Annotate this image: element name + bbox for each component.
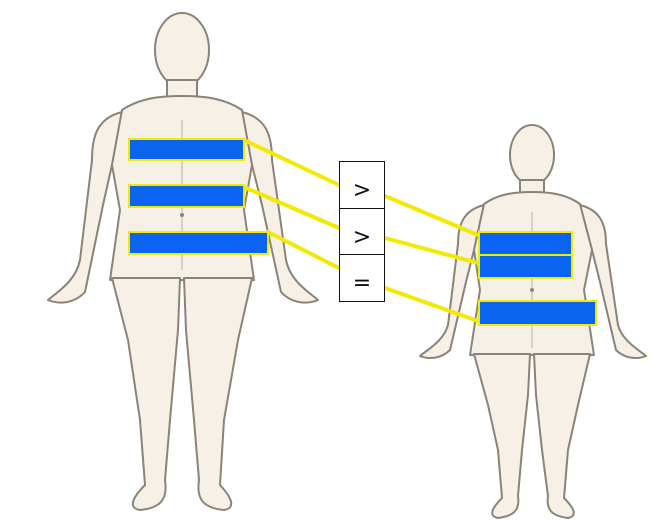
right-lower-box bbox=[478, 300, 597, 326]
left-human-figure bbox=[48, 13, 318, 510]
left-upper-box bbox=[128, 138, 245, 161]
comparison-symbol-lower: = bbox=[353, 273, 371, 295]
right-middle-box bbox=[478, 254, 573, 279]
comparison-symbol-upper: > bbox=[353, 180, 371, 202]
connector-line-middle-left bbox=[244, 187, 339, 228]
connector-line-upper-right bbox=[385, 196, 478, 235]
comparison-box-upper: > bbox=[339, 161, 385, 209]
comparison-box-lower: = bbox=[339, 254, 385, 302]
left-middle-box bbox=[128, 184, 245, 208]
comparison-box-middle: > bbox=[339, 208, 385, 256]
comparison-symbol-middle: > bbox=[353, 227, 371, 249]
right-upper-box bbox=[478, 231, 573, 256]
left-lower-box bbox=[128, 231, 269, 255]
